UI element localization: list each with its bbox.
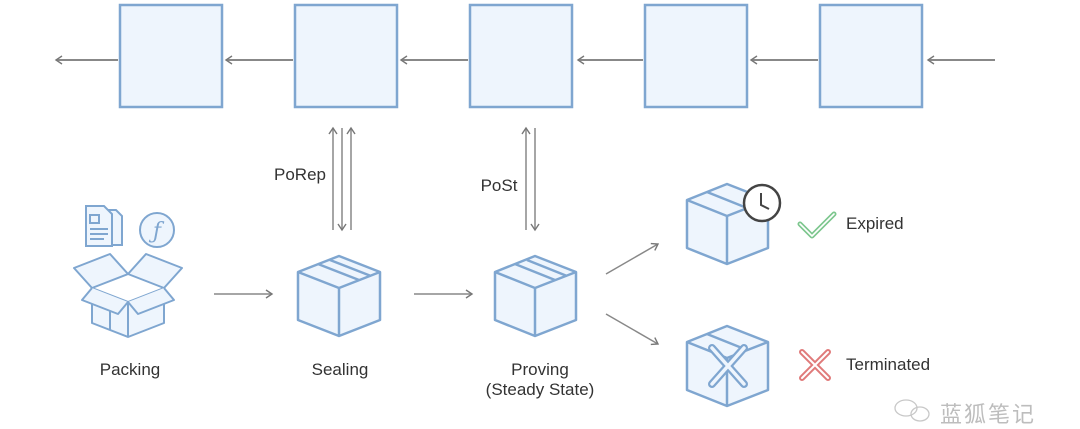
watermark: 蓝狐笔记 <box>940 403 1037 428</box>
chain-block <box>118 3 224 109</box>
stage-sublabel-proving: (Steady State) <box>485 380 595 399</box>
clock-icon <box>742 183 782 223</box>
porep-arrows <box>328 126 356 232</box>
wechat-icon <box>894 399 930 422</box>
cross-icon <box>799 349 831 381</box>
stage-label-proving: Proving <box>511 360 569 379</box>
chain-block <box>643 3 749 109</box>
sealed-box-icon <box>296 254 382 338</box>
proving-box-icon <box>493 254 578 338</box>
open-box-icon <box>73 253 183 338</box>
chain-block <box>293 3 399 109</box>
filecoin-coin-icon: ƒ <box>139 212 175 248</box>
check-icon <box>797 211 837 239</box>
chain-block <box>468 3 574 109</box>
proof-label-post: PoSt <box>480 176 518 195</box>
flow-arrow-expired <box>605 242 660 275</box>
svg-text:ƒ: ƒ <box>148 219 165 244</box>
post-arrows <box>521 126 540 232</box>
outcome-label-terminated: Terminated <box>846 355 931 374</box>
stage-label-packing: Packing <box>99 360 161 379</box>
stage-label-sealing: Sealing <box>311 360 369 379</box>
outcome-label-expired: Expired <box>846 214 904 233</box>
chain-block <box>818 3 924 109</box>
proof-label-porep: PoRep <box>274 165 326 184</box>
document-icon <box>85 205 123 247</box>
flow-arrow-terminated <box>605 313 660 346</box>
box-x-icon <box>708 344 748 388</box>
